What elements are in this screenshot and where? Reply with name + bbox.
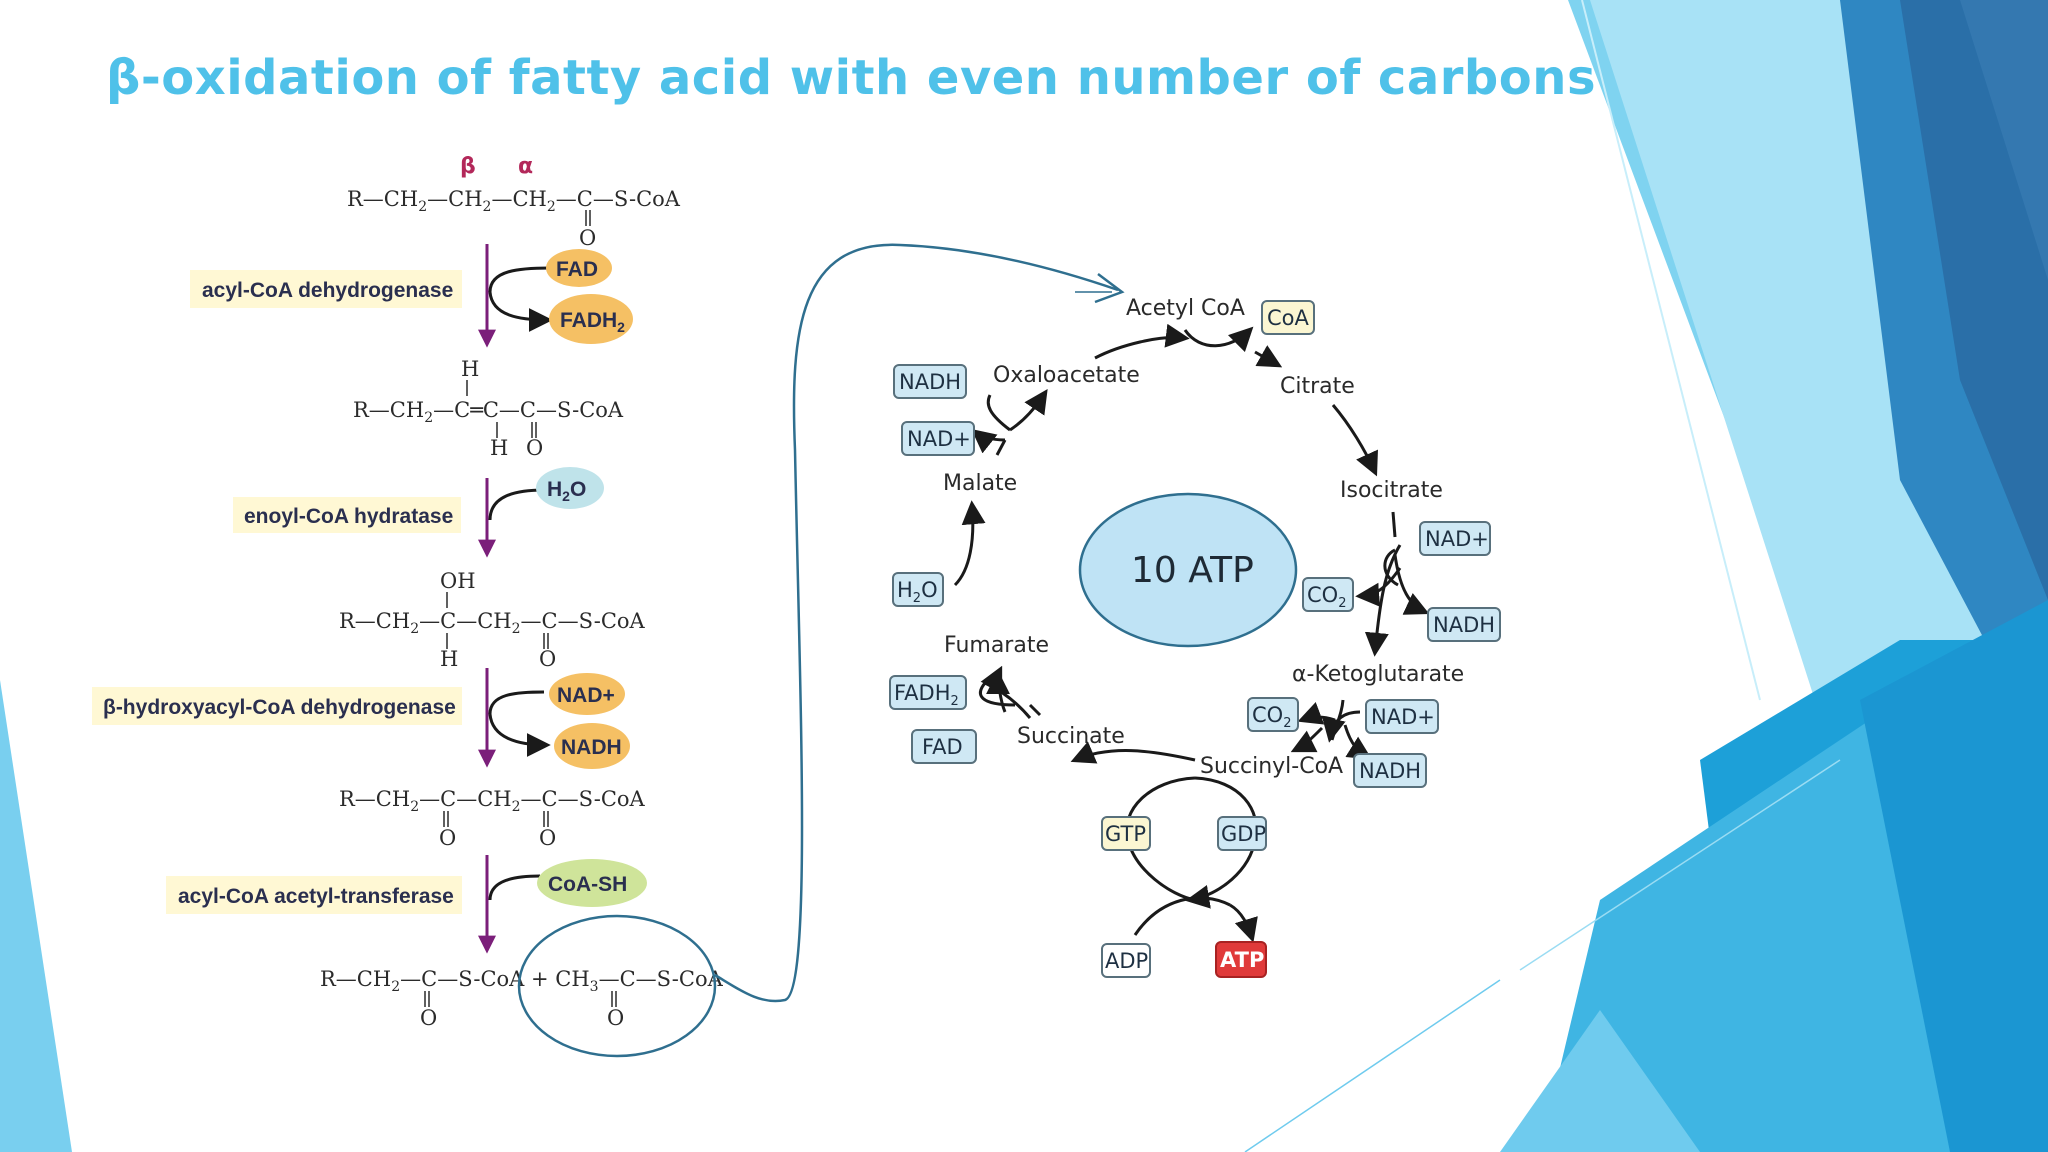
badge-co2	[1247, 697, 1299, 732]
cofactor-nadh	[554, 723, 630, 769]
step-hydroxyacyl-coa-dehydrogenase: β-hydroxyacyl-CoA dehydrogenase NAD+ NAD…	[92, 668, 630, 769]
metabolite-succinate: Succinate	[1017, 724, 1125, 749]
enoyl-coa-structure: H R—CH2—C═C—C—S-CoA H O	[353, 357, 624, 460]
enzyme-box	[92, 687, 462, 725]
badge-fad	[911, 729, 977, 764]
svg-text:CoA: CoA	[1267, 306, 1310, 330]
metabolite-acetyl-coa: Acetyl CoA	[1126, 296, 1245, 321]
svg-text:R—CH2—C—CH2—C—S-CoA: R—CH2—C—CH2—C—S-CoA	[339, 609, 646, 637]
cofactor-nad	[549, 673, 625, 715]
badge-nadh	[1353, 753, 1427, 788]
products-structure: R—CH2—C—S-CoA + CH3—C—S-CoA O O	[320, 967, 724, 1030]
tca-badges: CoA NADH NAD+ H2O FADH2 FAD NAD+ CO2 NAD…	[889, 300, 1501, 978]
badge-fadh2	[889, 675, 967, 710]
enzyme-box	[190, 270, 462, 308]
cofactor-h2o	[536, 467, 604, 509]
svg-text:FAD: FAD	[556, 258, 598, 281]
enzyme-label: acyl-CoA acetyl-transferase	[178, 885, 454, 908]
step-enoyl-coa-hydratase: enoyl-CoA hydratase H2O	[233, 467, 604, 558]
svg-text:R—CH2—C═C—C—S-CoA: R—CH2—C═C—C—S-CoA	[353, 398, 624, 426]
enzyme-label: β-hydroxyacyl-CoA dehydrogenase	[103, 696, 456, 719]
svg-text:O: O	[539, 826, 556, 850]
badge-adp	[1101, 943, 1151, 978]
badge-nad	[1419, 521, 1491, 556]
svg-text:FAD: FAD	[922, 735, 963, 759]
svg-text:H: H	[461, 357, 479, 381]
enzyme-box	[166, 876, 462, 914]
step-acyl-coa-acetyl-transferase: acyl-CoA acetyl-transferase CoA-SH	[166, 855, 647, 954]
cofactor-fad	[546, 249, 612, 287]
svg-text:R—CH2—C—CH2—C—S-CoA: R—CH2—C—CH2—C—S-CoA	[339, 787, 646, 815]
svg-text:NAD+: NAD+	[907, 427, 971, 451]
badge-atp	[1215, 941, 1267, 978]
svg-text:NAD+: NAD+	[1371, 705, 1435, 729]
svg-text:CO2: CO2	[1252, 703, 1291, 731]
badge-nadh	[893, 364, 967, 399]
svg-text:FADH2: FADH2	[894, 681, 959, 709]
badge-nad	[901, 421, 975, 456]
badge-gtp	[1101, 816, 1151, 851]
svg-text:NADH: NADH	[1359, 759, 1421, 783]
svg-text:O: O	[539, 647, 556, 671]
svg-text:H: H	[490, 436, 508, 460]
svg-text:NAD+: NAD+	[557, 684, 615, 707]
svg-text:O: O	[420, 1006, 437, 1030]
badge-nad	[1365, 699, 1439, 734]
step-acyl-coa-dehydrogenase: acyl-CoA dehydrogenase FAD FADH2	[190, 244, 633, 348]
cofactor-fadh2	[549, 294, 633, 344]
svg-text:OH: OH	[440, 569, 476, 593]
svg-text:CoA-SH: CoA-SH	[548, 873, 627, 896]
atp-yield-ellipse	[1078, 492, 1298, 648]
enzyme-box	[233, 497, 461, 533]
svg-text:GTP: GTP	[1105, 822, 1146, 846]
svg-text:R—CH2—CH2—CH2—C—S-CoA: R—CH2—CH2—CH2—C—S-CoA	[347, 187, 681, 215]
svg-text:NADH: NADH	[561, 736, 622, 759]
svg-text:ATP: ATP	[1220, 948, 1264, 972]
svg-text:ADP: ADP	[1105, 949, 1148, 973]
svg-text:GDP: GDP	[1221, 822, 1266, 846]
metabolite-alpha-ketoglutarate: α-Ketoglutarate	[1292, 662, 1464, 687]
svg-text:NAD+: NAD+	[1425, 527, 1489, 551]
beta-oxidation-pathway: β α R—CH2—CH2—CH2—C—S-CoA O acyl-CoA deh…	[92, 154, 724, 1030]
svg-text:FADH2: FADH2	[560, 309, 625, 335]
svg-text:R—CH2—C—S-CoA + CH3—C—S-CoA: R—CH2—C—S-CoA + CH3—C—S-CoA	[320, 967, 724, 995]
enzyme-label: acyl-CoA dehydrogenase	[202, 279, 453, 302]
svg-text:H2O: H2O	[897, 578, 938, 606]
acyl-coa-structure: R—CH2—CH2—CH2—C—S-CoA O	[347, 187, 681, 250]
metabolite-succinyl-coa: Succinyl-CoA	[1200, 754, 1343, 779]
badge-nadh	[1427, 607, 1501, 642]
svg-text:H2O: H2O	[547, 478, 586, 504]
svg-text:O: O	[607, 1006, 624, 1030]
enzyme-label: enoyl-CoA hydratase	[244, 505, 453, 528]
tca-cycle: 10 ATP Acetyl CoA Citrate Isocitrate α-K…	[943, 296, 1464, 943]
metabolite-oxaloacetate: Oxaloacetate	[993, 363, 1140, 388]
metabolite-fumarate: Fumarate	[944, 633, 1049, 658]
alpha-label: α	[518, 154, 533, 179]
svg-text:H: H	[440, 647, 458, 671]
badge-coa	[1261, 300, 1315, 335]
acetyl-coa-highlight	[517, 914, 717, 1058]
metabolite-citrate: Citrate	[1280, 374, 1355, 399]
svg-text:CO2: CO2	[1307, 583, 1346, 611]
atp-yield-label: 10 ATP	[1131, 550, 1254, 591]
badge-gdp	[1217, 816, 1267, 851]
badge-co2	[1302, 577, 1354, 612]
svg-text:NADH: NADH	[899, 370, 961, 394]
metabolite-isocitrate: Isocitrate	[1340, 478, 1443, 503]
svg-text:O: O	[526, 436, 543, 460]
svg-text:NADH: NADH	[1433, 613, 1495, 637]
metabolite-malate: Malate	[943, 471, 1017, 496]
svg-text:O: O	[439, 826, 456, 850]
svg-text:O: O	[579, 226, 596, 250]
cofactor-coa-sh	[537, 859, 647, 907]
hydroxyacyl-coa-structure: OH R—CH2—C—CH2—C—S-CoA H O	[339, 569, 646, 671]
acetyl-coa-connector	[517, 243, 1125, 1058]
beta-label: β	[460, 154, 476, 179]
ketoacyl-coa-structure: R—CH2—C—CH2—C—S-CoA O O	[339, 787, 646, 850]
slide-title: β-oxidation of fatty acid with even numb…	[106, 50, 1597, 106]
badge-h2o	[892, 572, 944, 607]
